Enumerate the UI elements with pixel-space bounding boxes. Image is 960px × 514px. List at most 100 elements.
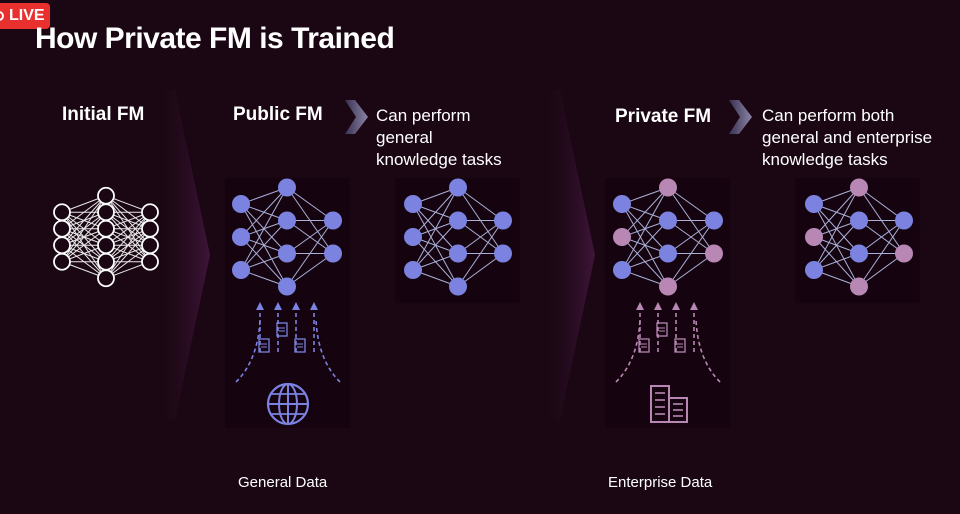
initial-fm-heading: Initial FM	[62, 104, 145, 125]
network-node	[232, 261, 250, 279]
network-edge	[105, 211, 151, 263]
network-node	[449, 211, 467, 230]
network-edge	[457, 220, 504, 254]
network-edge	[667, 220, 715, 254]
network-node	[404, 228, 422, 246]
network-node	[659, 277, 677, 296]
network-node	[97, 219, 115, 238]
network-edge	[621, 187, 669, 271]
document-icon	[276, 322, 288, 337]
network-node	[53, 252, 71, 271]
network-node	[97, 269, 115, 288]
network-node	[850, 277, 868, 296]
arrow-up-icon	[256, 302, 264, 310]
network-node	[404, 261, 422, 279]
network-edge	[858, 220, 905, 287]
network-node	[850, 244, 868, 263]
arrow-up-icon	[654, 302, 662, 310]
network-node	[97, 236, 115, 255]
network-node	[613, 261, 631, 279]
network-node	[324, 244, 342, 263]
live-dot-icon	[0, 11, 4, 21]
document-icon	[638, 338, 650, 353]
dashed-curve	[235, 319, 261, 383]
network-node	[805, 228, 823, 246]
network-node	[53, 219, 71, 238]
network-edge	[858, 253, 905, 287]
arrow-up-icon	[274, 302, 282, 310]
network-node	[705, 244, 723, 263]
network-edge	[667, 220, 715, 287]
network-node	[449, 178, 467, 197]
public-fm-heading: Public FM	[233, 104, 323, 125]
network-node	[494, 244, 512, 263]
network-node	[141, 203, 159, 222]
network-edge	[61, 195, 107, 246]
network-edge	[286, 220, 334, 287]
arrow-up-icon	[672, 302, 680, 310]
public-fm-description: Can perform general knowledge tasks	[376, 105, 502, 171]
document-icon	[294, 338, 306, 353]
private-desc-line: knowledge tasks	[762, 150, 888, 169]
network-edge	[105, 211, 151, 246]
chevron-right-icon	[345, 100, 368, 134]
live-label: LIVE	[9, 7, 45, 24]
network-node	[449, 277, 467, 296]
network-edge	[286, 220, 334, 254]
network-edge	[240, 220, 288, 271]
network-edge	[813, 187, 860, 238]
transition-chevron	[545, 90, 595, 420]
network-edge	[61, 211, 107, 263]
network-edge	[105, 228, 151, 279]
network-node	[613, 195, 631, 213]
network-edge	[61, 195, 107, 230]
network-edge	[858, 187, 905, 221]
slide-title: How Private FM is Trained	[35, 22, 395, 55]
network-edge	[412, 187, 459, 238]
network-node	[141, 252, 159, 271]
network-edge	[858, 220, 905, 254]
network-node	[141, 236, 159, 255]
network-node	[613, 228, 631, 246]
arrow-up-icon	[636, 302, 644, 310]
network-node	[805, 261, 823, 279]
public-desc-line: knowledge tasks	[376, 150, 502, 169]
live-badge: LIVE	[0, 3, 50, 29]
network-node	[404, 195, 422, 213]
network-node	[53, 203, 71, 222]
private-desc-line: Can perform both	[762, 106, 895, 125]
network-edge	[61, 228, 107, 263]
arrow-up-icon	[310, 302, 318, 310]
network-edge	[457, 220, 504, 287]
arrow-up-icon	[292, 302, 300, 310]
network-edge	[813, 187, 860, 271]
network-edge	[457, 187, 504, 221]
network-edge	[61, 195, 107, 263]
network-node	[895, 211, 913, 230]
network-edge	[240, 187, 288, 238]
network-node	[850, 178, 868, 197]
building-icon	[668, 397, 688, 423]
network-node	[278, 178, 296, 197]
network-edge	[457, 253, 504, 287]
network-edge	[813, 220, 860, 271]
network-node	[53, 236, 71, 255]
enterprise-data-label: Enterprise Data	[608, 474, 713, 491]
arrow-up-icon	[690, 302, 698, 310]
network-node	[895, 244, 913, 263]
network-node	[97, 203, 115, 222]
network-node	[97, 252, 115, 271]
network-node	[278, 277, 296, 296]
network-node	[278, 211, 296, 230]
network-node	[141, 219, 159, 238]
chevron-right-icon	[729, 100, 752, 134]
network-node	[278, 244, 296, 263]
network-edge	[286, 253, 334, 287]
network-edge	[412, 220, 459, 271]
private-fm-heading: Private FM	[615, 106, 712, 127]
network-node	[324, 211, 342, 230]
network-node	[494, 211, 512, 230]
public-desc-line: general	[376, 128, 433, 147]
network-node	[805, 195, 823, 213]
